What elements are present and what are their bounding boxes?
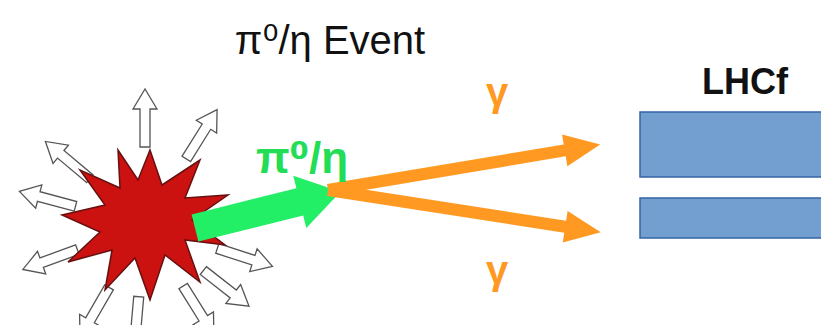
particle-label: γ — [486, 70, 508, 114]
detector-tower — [640, 198, 821, 238]
photon-arrow — [326, 174, 604, 248]
particle-label: π⁰/η — [256, 134, 348, 182]
diagram-title: π⁰/η Event — [235, 18, 425, 62]
detector-label: LHCf — [702, 62, 788, 102]
particle-label: γ — [486, 248, 508, 292]
detector-tower — [640, 112, 821, 177]
